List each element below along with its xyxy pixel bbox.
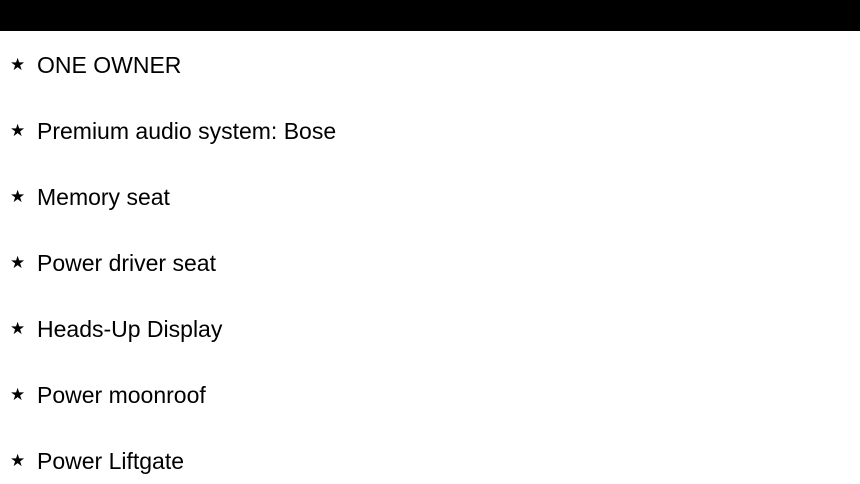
star-icon: ★ [10,54,26,74]
star-icon: ★ [10,252,26,272]
star-icon: ★ [10,120,26,140]
feature-item-premium-audio: ★ Premium audio system: Bose [10,116,336,146]
star-icon: ★ [10,186,26,206]
feature-label: Power moonroof [37,381,206,408]
feature-label: Power driver seat [37,249,216,276]
feature-label: Power Liftgate [37,447,185,474]
star-icon: ★ [10,450,26,470]
feature-item-heads-up-display: ★ Heads-Up Display [10,314,222,344]
star-icon: ★ [10,318,26,338]
feature-label: Heads-Up Display [37,315,223,342]
star-icon: ★ [10,384,26,404]
feature-item-memory-seat: ★ Memory seat [10,182,170,212]
feature-item-one-owner: ★ ONE OWNER [10,50,181,80]
feature-item-power-moonroof: ★ Power moonroof [10,380,206,410]
feature-label: Premium audio system: Bose [37,117,337,144]
feature-item-power-liftgate: ★ Power Liftgate [10,446,184,476]
top-bar [0,0,860,31]
feature-label: Memory seat [37,183,170,210]
feature-label: ONE OWNER [37,51,182,78]
feature-item-power-driver-seat: ★ Power driver seat [10,248,216,278]
